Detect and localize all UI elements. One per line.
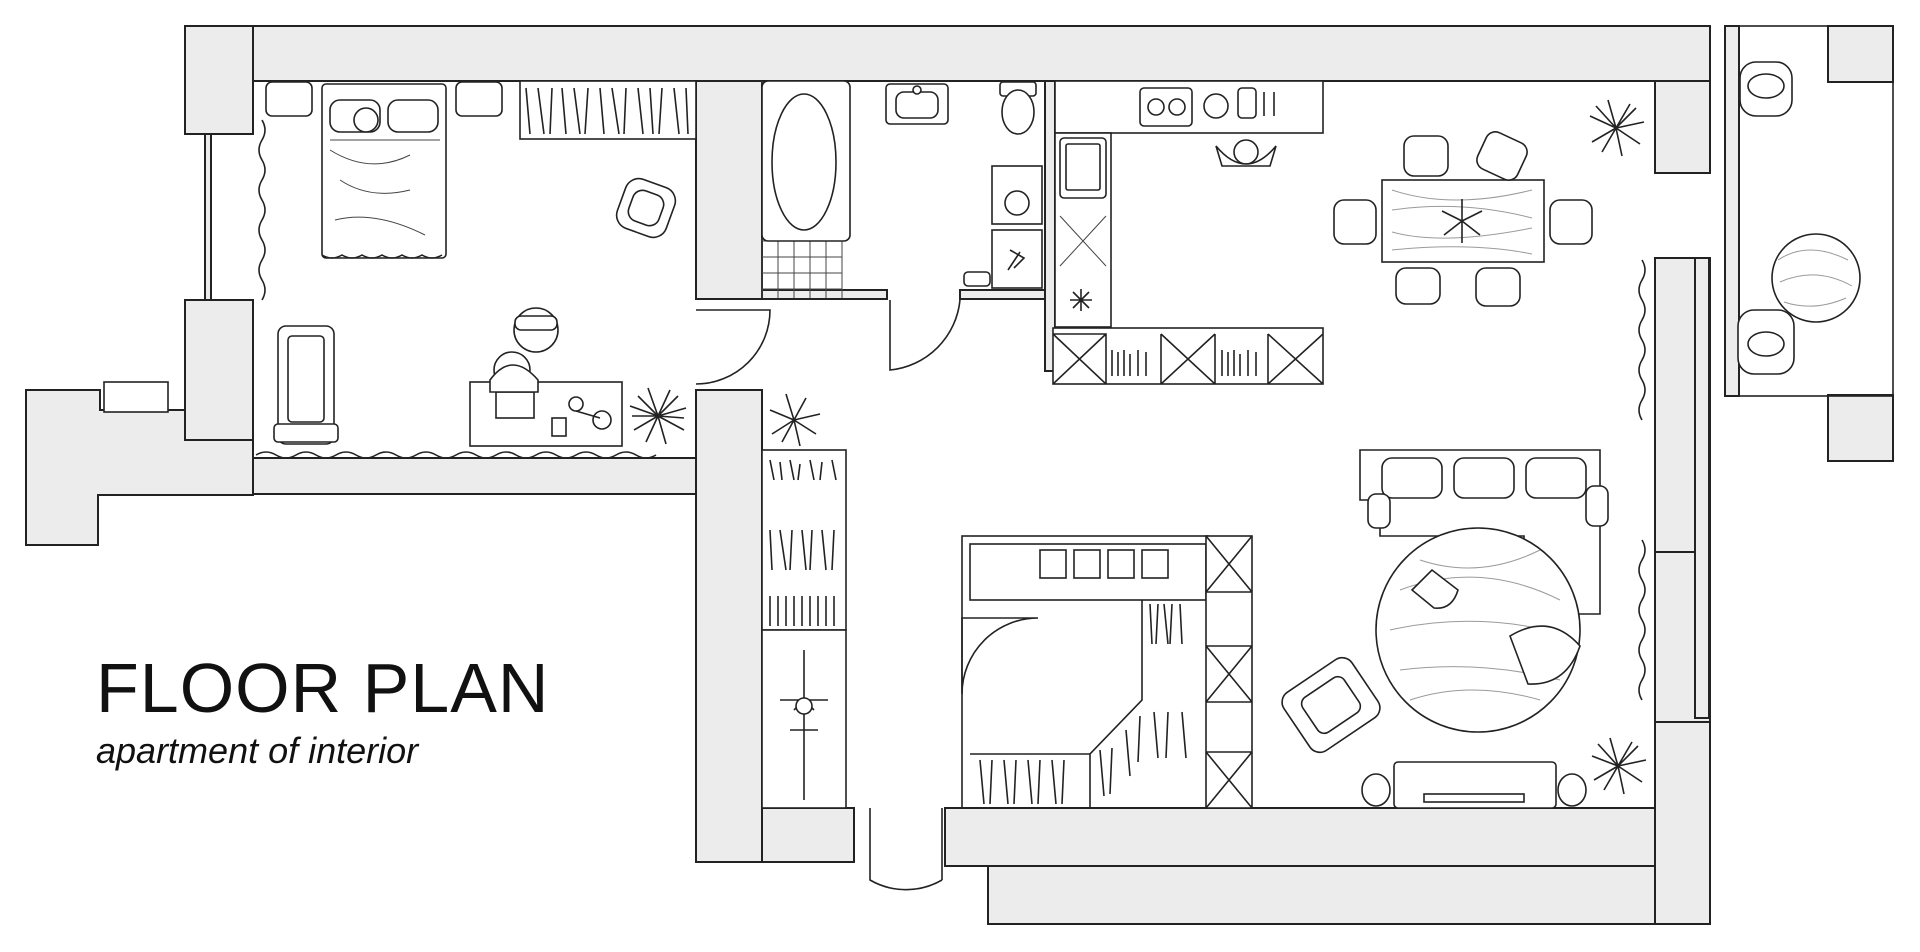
- plant: [629, 387, 687, 445]
- plant: [1591, 737, 1647, 795]
- plant: [769, 393, 821, 447]
- plan-title: FLOOR PLAN: [96, 649, 550, 727]
- walls: [25, 25, 1894, 925]
- plan-subtitle: apartment of interior: [96, 730, 419, 771]
- title-block: FLOOR PLAN apartment of interior: [96, 650, 549, 772]
- dining-table: [1333, 131, 1593, 307]
- desk: [469, 307, 623, 447]
- kitchen: [1052, 80, 1324, 385]
- doors: [695, 299, 961, 891]
- treadmill: [273, 325, 339, 445]
- rug: [1375, 527, 1581, 733]
- bedroom: [255, 80, 697, 459]
- balcony: [1737, 61, 1861, 375]
- bathroom: [761, 80, 1056, 372]
- plant: [1589, 99, 1645, 157]
- bed: [321, 83, 447, 259]
- living-room: [1281, 259, 1647, 809]
- armchair: [615, 177, 677, 239]
- walk-in-closet: [961, 535, 1253, 809]
- bedroom-wardrobe: [519, 80, 697, 140]
- corridor: [761, 393, 847, 809]
